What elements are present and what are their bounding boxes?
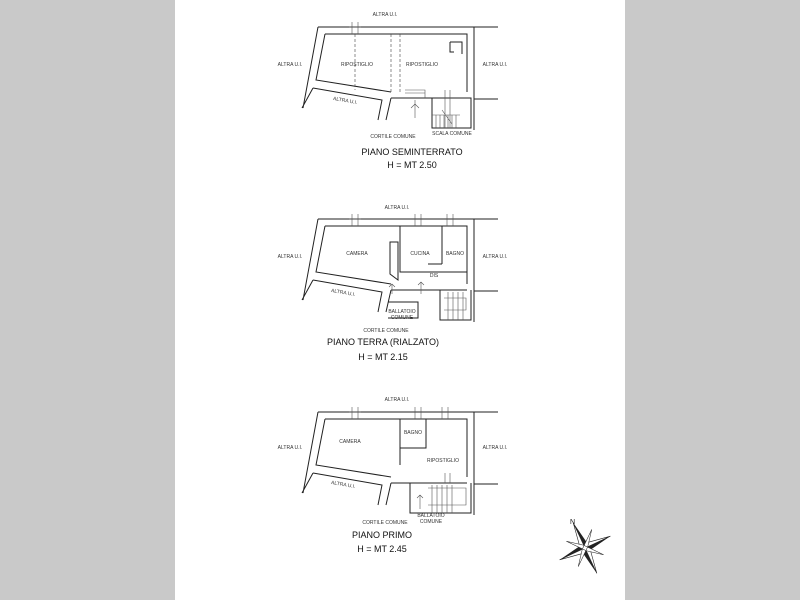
plan-height: H = MT 2.50 [387, 160, 437, 170]
room-ripostiglio: RIPOSTIGLIO [427, 458, 459, 464]
room-ripostiglio-2: RIPOSTIGLIO [406, 62, 438, 68]
compass-north-label: N [570, 519, 575, 526]
label-left: ALTRA U.I. [278, 62, 303, 68]
label-comune: COMUNE [420, 519, 443, 525]
label-court: CORTILE COMUNE [362, 520, 408, 526]
label-diag: ALTRA U.I. [333, 96, 358, 106]
room-dis: DIS [430, 273, 439, 279]
label-top: ALTRA U.I. [373, 12, 398, 18]
label-comune: COMUNE [391, 315, 414, 321]
label-diag: ALTRA U.I. [331, 480, 356, 490]
plan-height: H = MT 2.15 [358, 352, 408, 362]
label-right: ALTRA U.I. [483, 445, 508, 451]
room-camera: CAMERA [346, 251, 368, 257]
plan-seminterrato: ALTRA U.I. ALTRA U.I. ALTRA U.I. RIPOSTI… [278, 12, 508, 170]
plan-title: PIANO PRIMO [352, 530, 412, 540]
plan-title: PIANO SEMINTERRATO [361, 147, 462, 157]
label-top: ALTRA U.I. [385, 205, 410, 211]
plan-height: H = MT 2.45 [357, 544, 407, 554]
room-camera: CAMERA [339, 439, 361, 445]
label-ballatoio: BALLATOIO [388, 309, 415, 315]
compass-rose-icon [559, 522, 611, 574]
label-stair: SCALA COMUNE [432, 131, 472, 137]
plan-title: PIANO TERRA (RIALZATO) [327, 337, 439, 347]
plan-primo: ALTRA U.I. ALTRA U.I. ALTRA U.I. CAMERA … [278, 397, 508, 554]
room-bagno: BAGNO [404, 430, 422, 436]
label-right: ALTRA U.I. [483, 254, 508, 260]
plan-terra: ALTRA U.I. ALTRA U.I. ALTRA U.I. CAMERA … [278, 205, 508, 362]
room-bagno: BAGNO [446, 251, 464, 257]
label-left: ALTRA U.I. [278, 445, 303, 451]
label-top: ALTRA U.I. [385, 397, 410, 403]
room-cucina: CUCINA [410, 251, 430, 257]
label-right: ALTRA U.I. [483, 62, 508, 68]
room-ripostiglio-1: RIPOSTIGLIO [341, 62, 373, 68]
label-left: ALTRA U.I. [278, 254, 303, 260]
label-diag: ALTRA U.I. [331, 288, 356, 298]
label-court: CORTILE COMUNE [370, 134, 416, 140]
label-ballatoio: BALLATOIO [417, 513, 444, 519]
label-court: CORTILE COMUNE [363, 328, 409, 334]
drawing-sheet [175, 0, 625, 600]
